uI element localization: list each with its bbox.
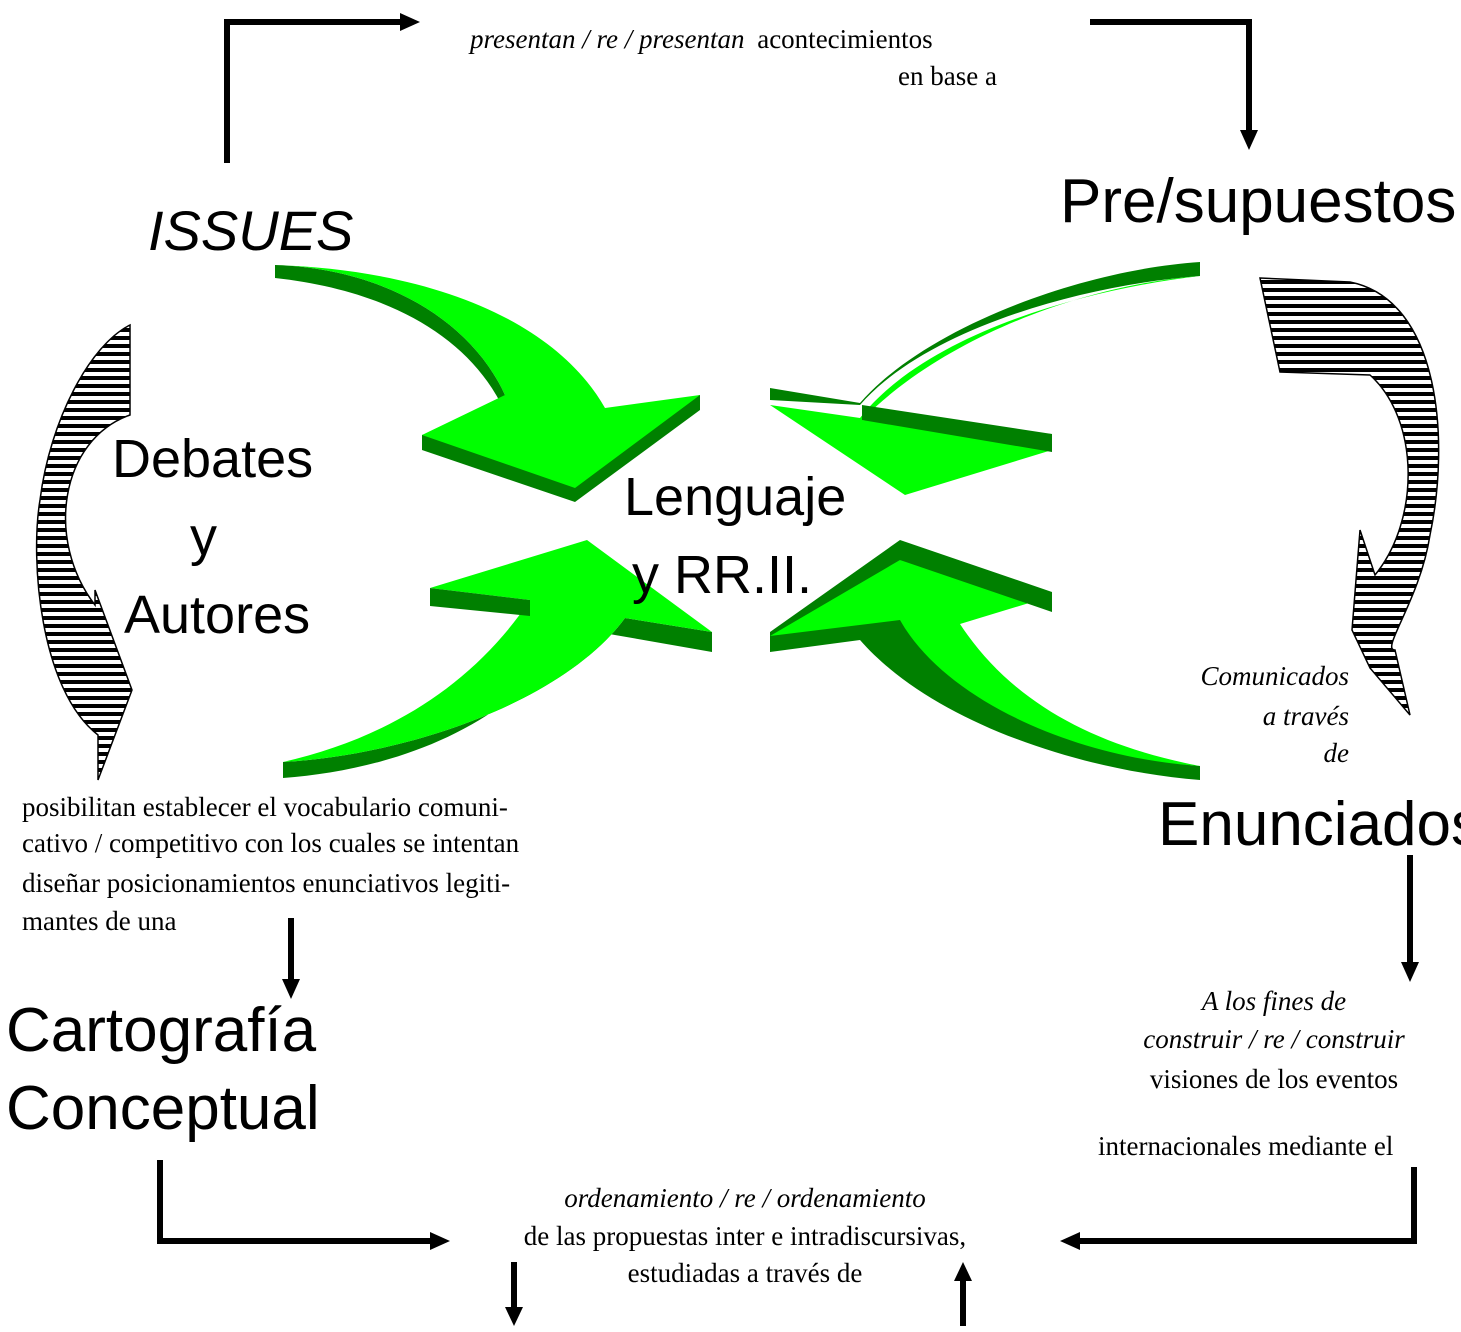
arrow-head-enunciados xyxy=(1401,962,1419,982)
green-curved-arrow-icon xyxy=(770,540,1200,780)
label-comunicados-line1: Comunicados xyxy=(1200,661,1350,691)
node-debates-line2: y xyxy=(190,507,217,567)
label-ordenamiento: ordenamiento / re / ordenamiento xyxy=(564,1183,926,1213)
arrow-head-bottom-down xyxy=(505,1307,523,1326)
label-posibilitan-line2: cativo / competitivo con los cuales se i… xyxy=(22,828,520,858)
arrow-head-presupuestos xyxy=(1240,130,1258,150)
label-visiones: visiones de los eventos xyxy=(1149,1064,1399,1094)
arrow-head-bottom-right xyxy=(1060,1232,1080,1250)
arrow-top-to-presupuestos xyxy=(1090,19,1252,132)
label-comunicados-line3: de xyxy=(1323,738,1349,768)
green-curved-arrow-icon xyxy=(770,262,1200,495)
striped-curved-arrow-icon xyxy=(1259,277,1440,716)
arrow-cartografia-to-bottom xyxy=(157,1160,435,1244)
label-fines-line1: A los fines de xyxy=(1201,986,1347,1016)
arrow-issues-to-top xyxy=(224,19,405,163)
label-posibilitan-line1: posibilitan establecer el vocabulario co… xyxy=(22,792,508,822)
label-fines-line2: construir / re / construir xyxy=(1143,1024,1405,1054)
node-presupuestos: Pre/supuestos xyxy=(1060,167,1457,236)
label-top-line2: en base a xyxy=(898,61,997,91)
label-posibilitan-line3: diseñar posicionamientos enunciativos le… xyxy=(22,868,511,898)
arrow-right-to-bottom xyxy=(1075,1167,1417,1244)
striped-curved-arrows xyxy=(35,277,1440,781)
green-curved-arrow-icon xyxy=(275,265,700,502)
label-propuestas: de las propuestas inter e intradiscursiv… xyxy=(523,1221,967,1251)
label-comunicados-line2: a través xyxy=(1262,701,1349,731)
node-center-line1: Lenguaje xyxy=(624,467,847,527)
node-cartografia-line1: Cartografía xyxy=(6,996,317,1065)
label-top: presentan / re / presentan acontecimient… xyxy=(470,26,933,53)
arrow-head-top xyxy=(400,13,420,31)
connector-arrows xyxy=(157,13,1419,1326)
label-estudiadas: estudiadas a través de xyxy=(627,1258,863,1288)
green-curved-arrow-icon xyxy=(283,540,712,778)
label-top-italic: presentan / re / presentan xyxy=(470,24,745,54)
node-debates-line3: Autores xyxy=(124,585,311,645)
arrow-head-cartografia xyxy=(282,979,300,999)
arrow-head-bottom-up xyxy=(954,1262,972,1281)
label-internacionales: internacionales mediante el xyxy=(1098,1131,1394,1161)
green-curved-arrows xyxy=(275,262,1200,780)
node-debates-line1: Debates xyxy=(112,429,314,489)
node-enunciados: Enunciados xyxy=(1158,790,1461,859)
label-posibilitan-line4: mantes de una xyxy=(22,906,177,936)
label-top-normal: acontecimientos xyxy=(757,24,933,54)
node-center-line2: y RR.II. xyxy=(632,545,813,605)
arrow-head-bottom-left xyxy=(430,1232,450,1250)
node-cartografia-line2: Conceptual xyxy=(6,1074,320,1143)
node-issues: ISSUES xyxy=(148,199,354,262)
striped-curved-arrow-icon xyxy=(35,323,133,781)
